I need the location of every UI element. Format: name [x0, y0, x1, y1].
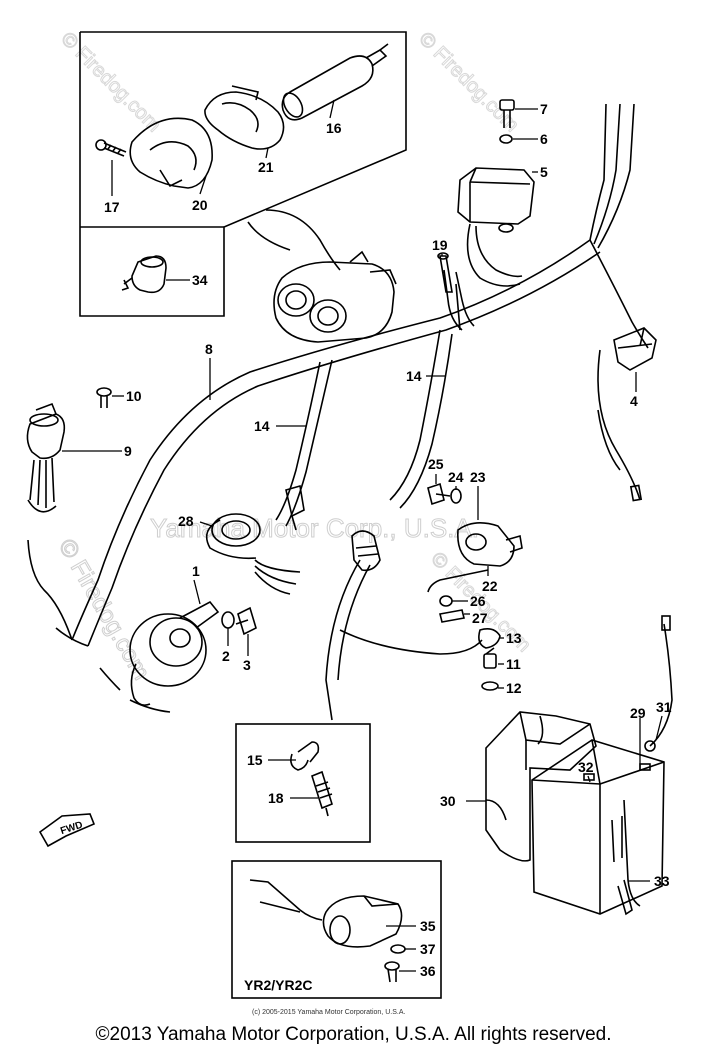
inset-model-box — [231, 860, 442, 999]
stator-1-drawing — [129, 600, 220, 706]
callout-10: 10 — [126, 388, 142, 404]
callout-7: 7 — [540, 101, 548, 117]
coil-bracket-drawing — [129, 117, 213, 189]
screw-17-drawing — [95, 139, 127, 157]
callout-labels: 7 6 5 4 8 9 10 11 12 13 14 14 15 16 17 1… — [104, 101, 672, 993]
copyright-footer: ©2013 Yamaha Motor Corporation, U.S.A. A… — [95, 1024, 612, 1045]
sensor-11-drawing — [483, 647, 497, 669]
callout-2: 2 — [222, 648, 230, 664]
callout-15: 15 — [247, 752, 263, 768]
callout-27: 27 — [472, 610, 488, 626]
washer-2-drawing — [221, 611, 235, 629]
condenser-35-drawing — [249, 879, 403, 948]
callout-5: 5 — [540, 164, 548, 180]
washer-24-drawing — [450, 488, 462, 504]
callout-8: 8 — [205, 341, 213, 357]
callout-16: 16 — [326, 120, 342, 136]
battery-29-drawing — [531, 739, 665, 915]
inset-coil-box — [79, 31, 407, 317]
grommet-28-drawing — [211, 513, 261, 547]
leader-lines — [62, 99, 663, 972]
callout-28: 28 — [178, 513, 194, 529]
boot-13-drawing — [478, 628, 501, 649]
callout-36: 36 — [420, 963, 436, 979]
oring-12-drawing — [481, 681, 499, 691]
callout-1: 1 — [192, 563, 200, 579]
watermark-left: © Firedog.com — [53, 535, 155, 685]
connector-right-lower-drawing — [661, 615, 671, 631]
spark-plug-18-drawing — [311, 770, 333, 817]
callout-32: 32 — [578, 759, 594, 775]
model-label: YR2/YR2C — [244, 977, 312, 993]
rectifier-4-drawing — [613, 327, 657, 371]
strap-33-drawing — [617, 879, 633, 916]
callout-11: 11 — [506, 656, 521, 672]
plug-cap-left-drawing — [285, 484, 305, 531]
ignition-coil-drawing — [281, 43, 389, 121]
washer-6-drawing — [499, 134, 513, 144]
callout-13: 13 — [506, 630, 522, 646]
bolt-3-drawing — [235, 606, 257, 636]
callout-6: 6 — [540, 131, 548, 147]
callout-19: 19 — [432, 237, 448, 253]
watermark-top-left: © Firedog.com — [56, 28, 165, 137]
plug-cap-center-drawing — [351, 530, 381, 572]
connector-right-drawing — [629, 484, 643, 502]
callout-4: 4 — [630, 393, 638, 409]
battery-holder-30-drawing — [485, 711, 597, 862]
callout-31: 31 — [656, 699, 672, 715]
callout-24: 24 — [448, 469, 464, 485]
bolt-25-drawing — [427, 482, 451, 506]
callout-33: 33 — [654, 873, 670, 889]
callout-9: 9 — [124, 443, 132, 459]
watermark-group: Yamaha Motor Corp., U.S.A. © Firedog.com… — [52, 27, 535, 685]
forward-arrow-icon: FWD — [38, 813, 96, 848]
screw-36-drawing — [384, 961, 400, 983]
callout-17: 17 — [104, 199, 120, 215]
washer-37-drawing — [390, 944, 406, 954]
callout-37: 37 — [420, 941, 436, 957]
callout-22: 22 — [482, 578, 498, 594]
callout-14-lower: 14 — [254, 418, 270, 434]
bolt-19-drawing — [437, 252, 461, 331]
callout-30: 30 — [440, 793, 456, 809]
coil-clamp-drawing — [204, 85, 285, 150]
small-copyright: (c) 2005-2015 Yamaha Motor Corporation, … — [252, 1009, 405, 1016]
callout-14-upper: 14 — [406, 368, 422, 384]
plug-cap-15-drawing — [290, 741, 320, 771]
callout-34: 34 — [192, 272, 208, 288]
callout-21: 21 — [258, 159, 274, 175]
screw-27-drawing — [439, 609, 465, 623]
dual-coil-drawing — [273, 250, 397, 343]
callout-29: 29 — [630, 705, 646, 721]
callout-20: 20 — [192, 197, 208, 213]
watermark-top-right: © Firedog.com — [414, 28, 523, 137]
callout-3: 3 — [243, 657, 251, 673]
screw-10-drawing — [96, 387, 112, 408]
callout-23: 23 — [470, 469, 486, 485]
bolt-7-drawing — [499, 99, 515, 128]
callout-18: 18 — [268, 790, 284, 806]
callout-35: 35 — [420, 918, 436, 934]
washer-26-drawing — [439, 595, 453, 607]
regulator-drawing — [457, 167, 535, 233]
components-drawing — [26, 99, 671, 916]
callout-25: 25 — [428, 456, 444, 472]
callout-26: 26 — [470, 593, 486, 609]
cap-31-drawing — [644, 740, 656, 752]
parts-diagram: Yamaha Motor Corp., U.S.A. © Firedog.com… — [26, 27, 673, 1016]
callout-12: 12 — [506, 680, 522, 696]
switch-22-drawing — [457, 522, 523, 567]
inset-plug-box — [235, 723, 371, 843]
condenser-drawing — [121, 255, 167, 294]
main-switch-drawing — [26, 402, 66, 513]
watermark-center: Yamaha Motor Corp., U.S.A. — [150, 513, 479, 543]
wire-harness-drawing — [27, 103, 673, 747]
